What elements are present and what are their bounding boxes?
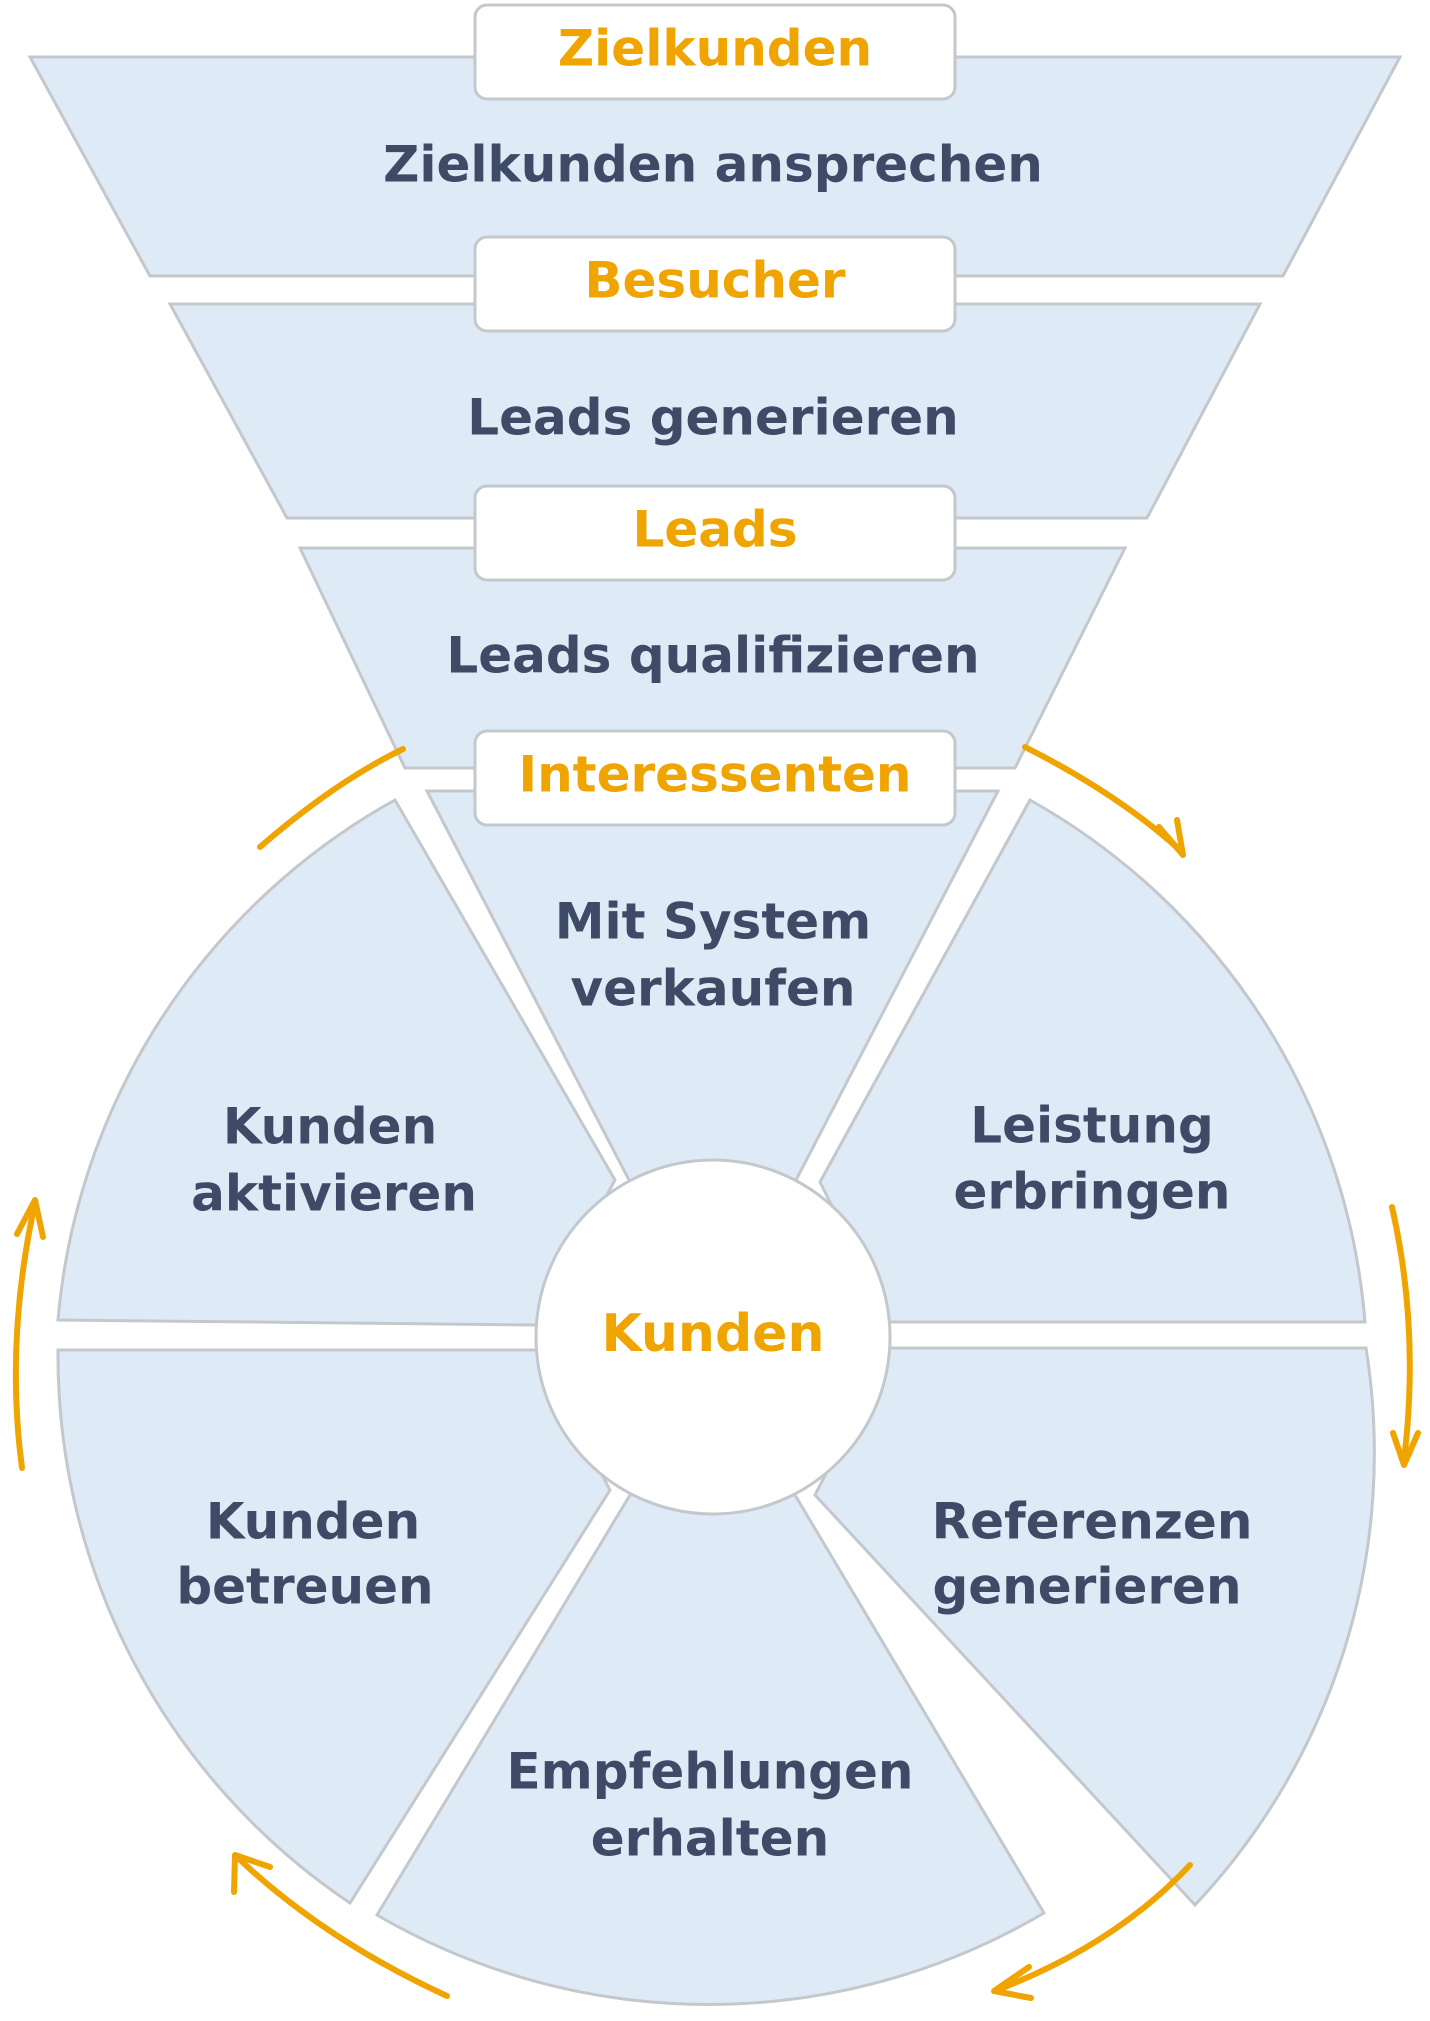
arrow-head-bottom-left-icon (231, 1852, 273, 1895)
wheel-segment-top-left (56, 797, 617, 1327)
arrow-arc-bottom-right (994, 1862, 1193, 1993)
arrow-arc-bottom-left (235, 1855, 450, 1999)
arrow-head-right-icon (1390, 1430, 1421, 1468)
stage-box-besucher (473, 235, 957, 333)
segment-kunden-aktivieren-line2: aktivieren (191, 1165, 477, 1223)
cycle-arrows (12, 744, 1421, 2001)
segment-kunden-betreuen-line2: betreuen (176, 1558, 433, 1616)
arrow-arc-right (1389, 1204, 1413, 1463)
segment-kunden-betreuen-line1: Kunden (206, 1493, 420, 1551)
segment-mit-system-verkaufen-line2: verkaufen (570, 960, 855, 1018)
stage-box-leads (473, 484, 957, 582)
stage-box-zielkunden (473, 3, 957, 101)
arrow-head-top-right-icon (1156, 817, 1186, 858)
funnel-action-leads-qualifizieren: Leads qualifizieren (446, 627, 979, 685)
arrow-head-left-icon (14, 1197, 46, 1240)
stage-label-leads: Leads (632, 501, 797, 559)
stage-label-besucher: Besucher (584, 252, 846, 310)
wheel-segment-bottom (374, 1493, 1047, 2006)
funnel-action-zielkunden-ansprechen: Zielkunden ansprechen (383, 136, 1043, 194)
segment-kunden-aktivieren-line1: Kunden (223, 1098, 437, 1156)
segment-empfehlungen-erhalten-line1: Empfehlungen (507, 1743, 914, 1801)
funnel-action-leads-generieren: Leads generieren (467, 389, 959, 447)
segment-mit-system-verkaufen-line1: Mit System (555, 893, 871, 951)
wheel-segment-bottom-left (56, 1348, 612, 1906)
wheel-segment-bottom-right (813, 1346, 1376, 1908)
segment-referenzen-generieren-line2: generieren (932, 1558, 1241, 1616)
arrow-arc-top-left (257, 746, 406, 850)
wheel-center-circle (534, 1158, 892, 1516)
stage-label-interessenten: Interessenten (518, 746, 911, 804)
segment-empfehlungen-erhalten-line2: erhalten (591, 1810, 829, 1868)
stage-box-interessenten (473, 729, 957, 827)
segment-leistung-erbringen-line1: Leistung (970, 1097, 1214, 1155)
wheel-segment-top-right (818, 797, 1367, 1324)
arrow-head-bottom-right-icon (991, 1964, 1034, 2001)
wheel-center-label: Kunden (602, 1304, 825, 1364)
stage-label-zielkunden: Zielkunden (558, 20, 872, 78)
segment-referenzen-generieren-line1: Referenzen (932, 1493, 1253, 1551)
segment-leistung-erbringen-line2: erbringen (953, 1163, 1230, 1221)
arrow-arc-left (12, 1200, 38, 1471)
